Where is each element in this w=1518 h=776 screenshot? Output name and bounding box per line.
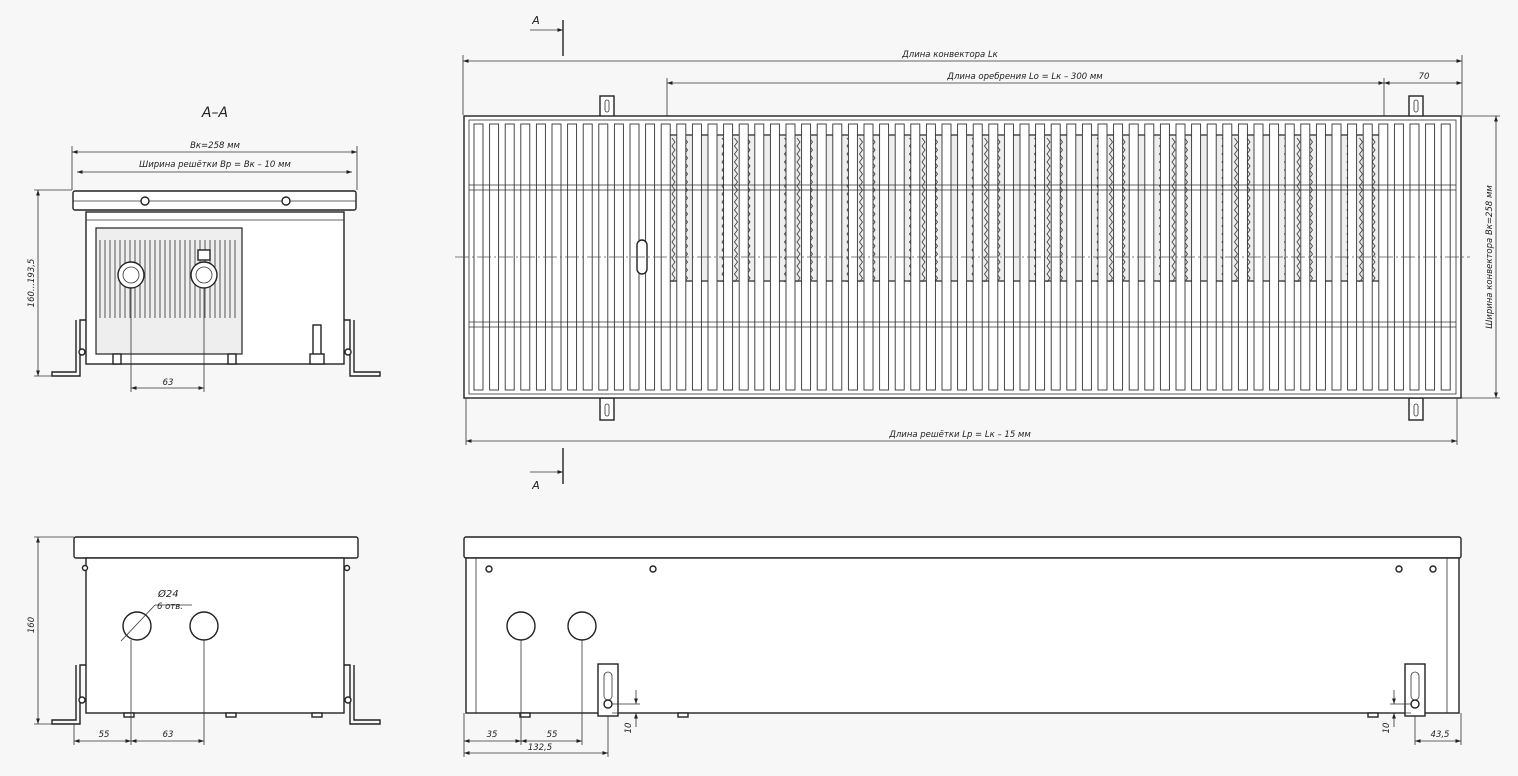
section-view: А–А Вк=258 мм Ширина решётки Вр = Вк – 1… (27, 105, 381, 392)
end-hole-diameter-label: Ø24 (157, 588, 179, 600)
end-view: Ø24 6 отв. 160 55 63 (27, 536, 381, 745)
fin-zigzag (1096, 137, 1101, 283)
fin-zigzag (1046, 137, 1051, 283)
fin-zigzag (783, 137, 789, 283)
fin-zigzag (1358, 137, 1364, 283)
fin-zigzag (1171, 137, 1176, 283)
plan-end-offset-label: 70 (1419, 72, 1430, 82)
fin-zigzag (858, 137, 864, 283)
heat-exchanger-fins (99, 240, 236, 318)
front-dim-43: 43,5 (1431, 730, 1450, 740)
fin-zigzag (971, 137, 976, 283)
fin-zigzag (1108, 137, 1114, 283)
fin-zigzag (1033, 137, 1039, 283)
front-dim-10-left: 10 (624, 723, 634, 734)
section-grill-width-label: Ширина решётки Вр = Вк – 10 мм (139, 160, 291, 170)
fin-zigzag (1296, 137, 1301, 283)
front-dim-55: 55 (547, 730, 558, 740)
end-offset-left-label: 55 (99, 730, 110, 740)
fin-zigzag (983, 137, 989, 283)
front-dim-10-right: 10 (1382, 723, 1392, 734)
front-dim-132: 132,5 (528, 743, 552, 753)
section-height-label: 160...193,5 (27, 259, 37, 308)
end-hole-spacing-label: 63 (163, 730, 174, 740)
end-height-label: 160 (27, 617, 37, 633)
section-pipe-spacing-label: 63 (163, 378, 174, 388)
section-marker-bottom: А (531, 479, 540, 492)
plan-fin-length-label: Длина оребрения Lо = Lк – 300 мм (946, 72, 1103, 82)
plan-width-label: Ширина конвектора Вк=258 мм (1485, 185, 1495, 329)
fin-zigzag (733, 137, 739, 283)
section-marker-top: А (531, 14, 540, 27)
section-width-label: Вк=258 мм (190, 141, 240, 151)
plan-length-label: Длина конвектора Lк (901, 50, 999, 60)
section-view-label: А–А (201, 105, 228, 121)
front-dim-35: 35 (487, 730, 498, 740)
fin-zigzag (1158, 137, 1164, 283)
fin-zigzag (721, 137, 726, 283)
fin-zigzag (1221, 137, 1226, 283)
fin-zigzag (671, 137, 676, 283)
fin-zigzag (1233, 137, 1239, 283)
plan-view: А А Длина конвектора Lк Длина оребрения … (455, 14, 1500, 492)
fin-zigzag (908, 137, 914, 283)
fin-zigzag (1346, 137, 1351, 283)
fin-zigzag (1283, 137, 1289, 283)
plan-grill-length-label: Длина решётки Lр = Lк – 15 мм (888, 430, 1031, 440)
fin-zigzag (796, 137, 801, 283)
end-hole-count-label: 6 отв. (157, 602, 183, 612)
fin-zigzag (846, 137, 851, 283)
front-view: 35 55 132,5 10 10 43,5 (463, 536, 1462, 757)
fin-zigzag (921, 137, 926, 283)
